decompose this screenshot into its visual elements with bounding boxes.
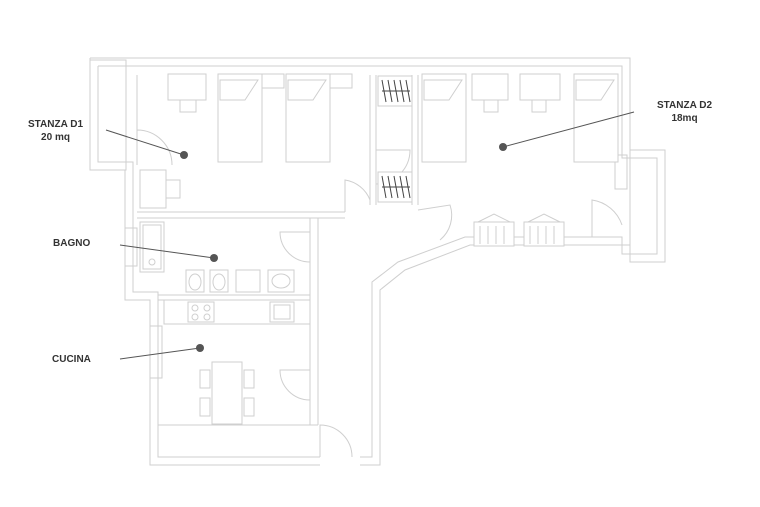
stanza-d2-leader: [502, 111, 635, 148]
stanza-d2-label: STANZA D2 18mq: [657, 99, 712, 125]
bagno-marker: [210, 254, 218, 262]
doors: [136, 129, 623, 458]
bagno-label: BAGNO: [53, 237, 90, 250]
stanza-d2-area: 18mq: [671, 113, 698, 124]
stanza-d1-label: STANZA D1 20 mq: [28, 118, 83, 144]
interior-walls: [136, 75, 419, 426]
stanza-d1-name: STANZA D1: [28, 119, 83, 130]
cucina-label: CUCINA: [52, 353, 91, 366]
stanza-d2-furniture: [421, 73, 619, 247]
bagno-fixtures: [139, 221, 295, 293]
cucina-leader: [119, 347, 201, 360]
stanza-d2-name: STANZA D2: [657, 100, 712, 111]
cucina-furniture: [163, 299, 311, 425]
room-markers: [105, 111, 635, 360]
stanza-d1-marker: [180, 151, 188, 159]
balconies: [89, 59, 666, 379]
stanza-d1-area: 20 mq: [41, 132, 70, 143]
bagno-name: BAGNO: [53, 238, 91, 249]
stanza-d1-furniture: [139, 73, 353, 209]
cucina-name: CUCINA: [52, 354, 91, 365]
stanza-d2-marker: [499, 143, 507, 151]
cucina-marker: [196, 344, 204, 352]
bagno-leader: [119, 244, 215, 259]
wardrobe: [377, 75, 413, 203]
stanza-d1-leader: [105, 129, 185, 156]
